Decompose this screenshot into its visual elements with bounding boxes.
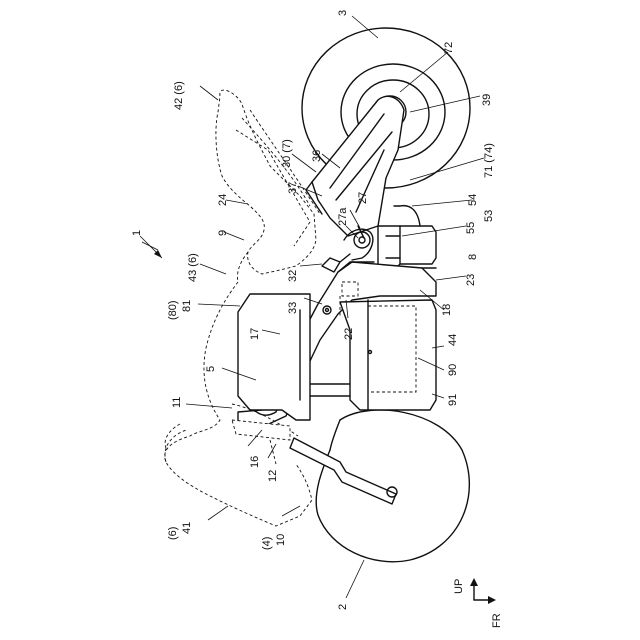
label-55: 55 bbox=[465, 222, 477, 234]
label-33: 33 bbox=[287, 302, 299, 314]
label-1: 1 bbox=[131, 230, 143, 236]
label-2: 2 bbox=[337, 604, 349, 610]
label-24: 24 bbox=[217, 194, 229, 206]
label-8: 8 bbox=[467, 254, 479, 260]
label-4: (4) bbox=[261, 537, 273, 550]
label-53: 53 bbox=[483, 210, 495, 222]
label-37: 37 bbox=[287, 182, 299, 194]
label-10: 10 bbox=[275, 534, 287, 546]
label-32: 32 bbox=[287, 270, 299, 282]
direction-fr-label: FR bbox=[491, 613, 503, 628]
label-12: 12 bbox=[267, 470, 279, 482]
label-36: 36 bbox=[311, 150, 323, 162]
label-80: (80) bbox=[167, 300, 179, 320]
label-41: 41 bbox=[181, 522, 193, 534]
label-18: 18 bbox=[441, 304, 453, 316]
label-90: 90 bbox=[447, 364, 459, 376]
label-23: 23 bbox=[465, 274, 477, 286]
label-22: 22 bbox=[343, 328, 355, 340]
label-71: 71 (74) bbox=[483, 143, 495, 178]
label-3: 3 bbox=[337, 10, 349, 16]
label-72: 72 bbox=[443, 42, 455, 54]
label-39: 39 bbox=[481, 94, 493, 106]
label-6: (6) bbox=[167, 527, 179, 540]
label-42: 42 (6) bbox=[173, 81, 185, 110]
front-wheel bbox=[316, 410, 469, 562]
direction-up-label: UP bbox=[453, 579, 465, 594]
rear-bracket bbox=[378, 206, 436, 270]
label-5: 5 bbox=[205, 366, 217, 372]
label-11: 11 bbox=[171, 397, 183, 408]
label-44: 44 bbox=[447, 334, 459, 346]
label-43: 43 (6) bbox=[187, 253, 199, 282]
label-91: 91 bbox=[447, 394, 459, 406]
label-30: 30 (7) bbox=[281, 139, 293, 168]
label-27: 27 bbox=[357, 192, 369, 204]
label-54: 54 bbox=[467, 194, 479, 206]
direction-indicator bbox=[470, 578, 496, 604]
label-16: 16 bbox=[249, 456, 261, 468]
label-81: 81 bbox=[181, 300, 193, 312]
label-9: 9 bbox=[217, 230, 229, 236]
label-17: 17 bbox=[249, 328, 261, 340]
ref-arrow bbox=[140, 236, 162, 258]
label-27a: 27a bbox=[337, 207, 349, 226]
